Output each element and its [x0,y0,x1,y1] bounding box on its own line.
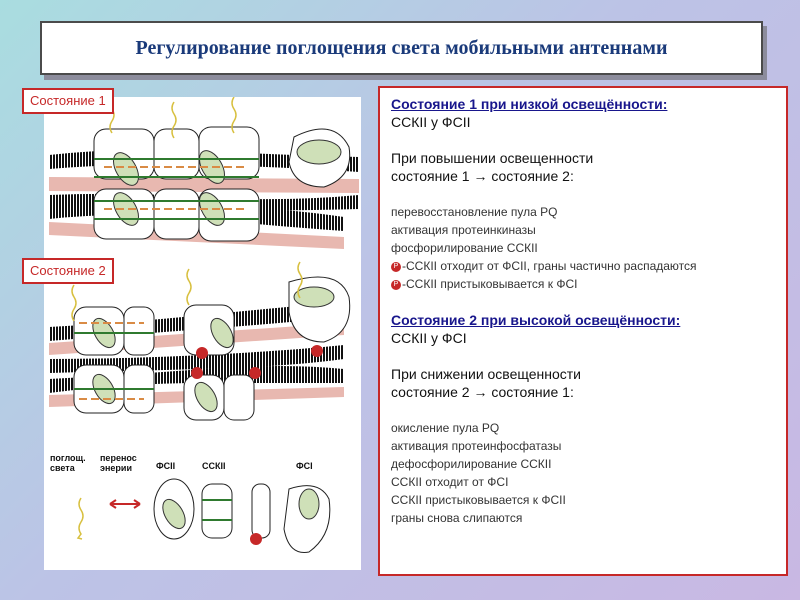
decrease-item-2: активация протеинфосфатазы [391,439,562,453]
decrease-item-5: ССКII пристыковывается к ФСII [391,493,566,507]
description-panel: Состояние 1 при низкой освещённости: ССК… [378,86,788,576]
title-box: Регулирование поглощения света мобильным… [40,21,763,75]
phospho-p-marker: P [391,279,401,290]
legend-ps2-label: ФСII [156,461,176,471]
increase-item-4: P-ССКII отходит от ФСII, граны частично … [391,257,786,275]
increase-line2: состояние 1 → состояние 2: [391,168,574,184]
legend: поглощ. света перенос энерии ФСII ССКII … [44,448,361,570]
photon-arrows-state2 [71,261,303,322]
decrease-item-4: ССКII отходит от ФСI [391,475,509,489]
legend-icons [76,478,331,554]
increase-line1: При повышении освещенности [391,150,594,166]
increase-item-1: перевосстановление пула PQ [391,205,558,219]
decrease-item-3: дефосфорилирование ССКII [391,457,552,471]
slide-title: Регулирование поглощения света мобильным… [135,36,668,59]
increase-item-5: P-ССКII пристыковывается к ФСI [391,275,786,293]
decrease-item-1: окисление пула PQ [391,421,500,435]
legend-lhc2-label: ССКII [202,461,226,471]
phospho-p-marker: P [391,261,401,272]
state2-heading: Состояние 2 при высокой освещённости: [391,312,681,328]
state2-label: Состояние 2 [22,258,114,284]
thylakoid-diagram [49,96,359,421]
decrease-line1: При снижении освещенности [391,366,582,382]
state1-complexes [93,126,351,242]
state2-subtitle: ССКII у ФСI [391,330,467,346]
increase-item-3: фосфорилирование ССКII [391,241,538,255]
legend-transfer-label: перенос энерии [100,453,137,473]
state1-subtitle: ССКII у ФСII [391,114,471,130]
legend-ps1-label: ФСI [296,461,313,471]
increase-item-2: активация протеинкиназы [391,223,536,237]
legend-absorb-label: поглощ. света [50,453,86,473]
decrease-line2: состояние 2 → состояние 1: [391,384,574,400]
state1-label: Состояние 1 [22,88,114,114]
state1-heading: Состояние 1 при низкой освещённости: [391,96,668,112]
state2-complexes [73,276,351,421]
diagram-area [44,96,361,482]
decrease-item-6: граны снова слипаются [391,511,523,525]
